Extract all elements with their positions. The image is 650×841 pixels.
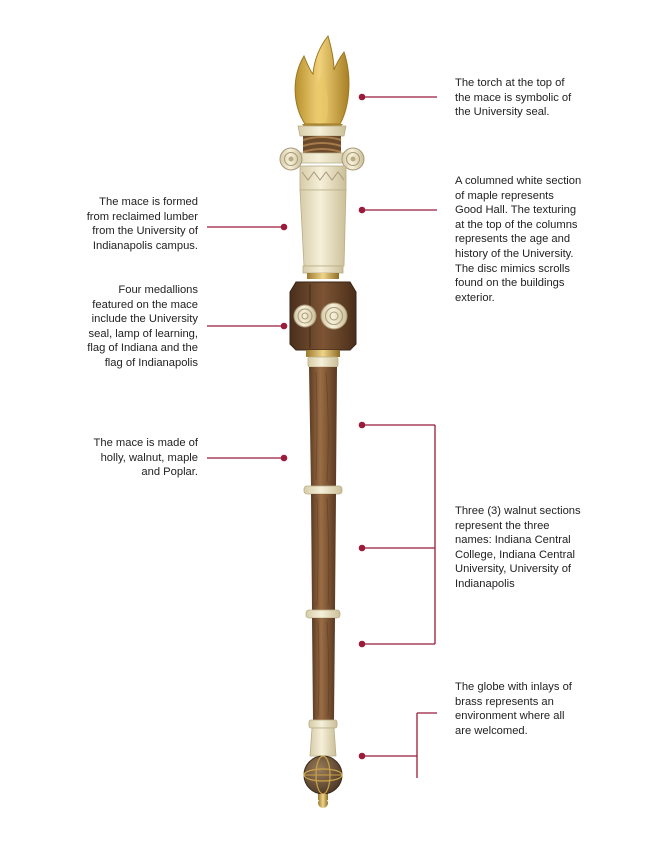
callout-torch [358,93,437,101]
globe-finial [303,755,343,808]
annotation-torch: The torch at the top of the mace is symb… [455,77,572,119]
maple-column [299,165,347,274]
torch-flame [294,34,350,128]
callout-globe [358,712,437,778]
walnut-shaft [303,356,343,720]
callout-medallions [207,322,288,330]
annotation-globe: The globe with inlays of brass represent… [455,681,572,737]
lower-collar [308,719,338,757]
annotation-columned-section: A columned white section of maple repres… [455,175,582,304]
annotation-walnut-sections: Three (3) walnut sections represent the … [455,505,581,590]
callout-woods [207,454,288,462]
annotation-medallions: Four medallions featured on the mace inc… [87,284,198,369]
callout-walnut-bracket [358,421,436,648]
annotation-reclaimed-lumber: The mace is formed from reclaimed lumber… [86,196,198,252]
medallion-block [289,273,357,357]
callout-lumber [207,223,288,231]
torch-cup [297,125,347,137]
scroll-capital [279,136,365,171]
callout-column [358,206,437,214]
annotation-woods: The mace is made of holly, walnut, maple… [93,437,198,479]
